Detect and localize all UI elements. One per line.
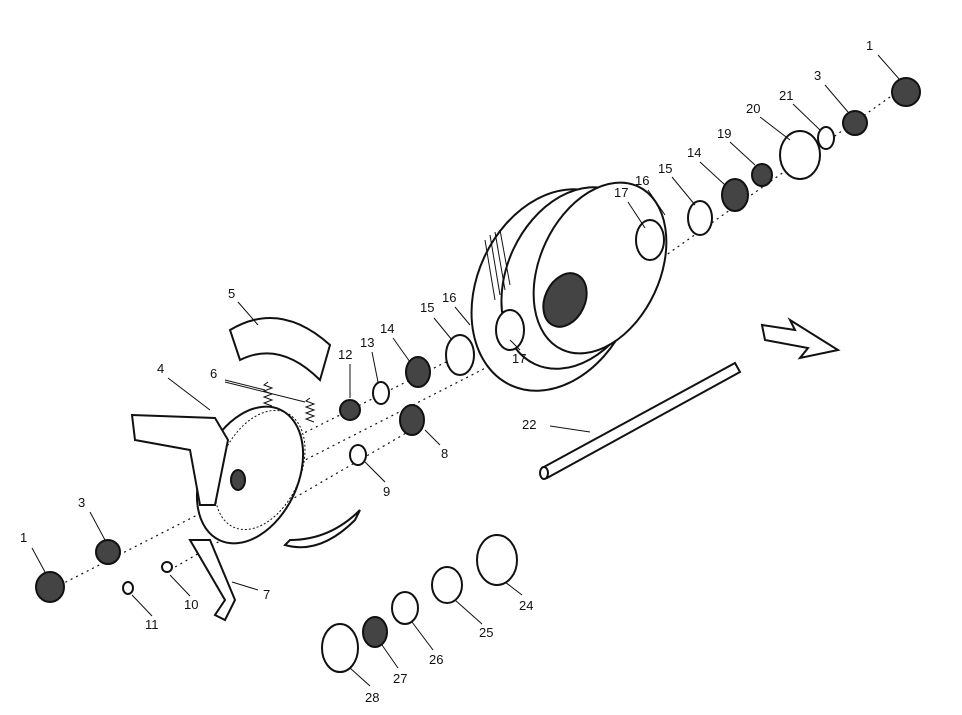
label-part-14: 14 [687,145,701,160]
part-number-labels: 1 3 21 20 19 14 15 16 17 5 15 16 14 13 1… [20,38,873,705]
label-part-16: 16 [635,173,649,188]
label-part-7: 7 [263,587,270,602]
small-parts [35,77,921,673]
label-part-13: 13 [360,335,374,350]
label-part-27: 27 [393,671,407,686]
brake-plate [130,405,306,545]
label-part-1: 1 [20,530,27,545]
label-part-19: 19 [717,126,731,141]
label-part-9: 9 [383,484,390,499]
label-part-6: 6 [210,366,217,381]
label-part-3: 3 [814,68,821,83]
label-part-22: 22 [522,417,536,432]
label-part-11: 11 [145,617,159,632]
label-part-5: 5 [228,286,235,301]
label-part-1: 1 [866,38,873,53]
label-part-10: 10 [184,597,198,612]
label-part-8: 8 [441,446,448,461]
label-part-15: 15 [420,300,434,315]
label-part-20: 20 [746,101,760,116]
label-part-12: 12 [338,347,352,362]
label-part-28: 28 [365,690,379,705]
label-part-3: 3 [78,495,85,510]
leader-lines [31,54,901,687]
brake-shoes [228,317,361,549]
label-part-17: 17 [512,351,526,366]
label-part-15: 15 [658,161,672,176]
axle [539,361,742,480]
label-part-4: 4 [157,361,164,376]
direction-arrow-icon [760,317,841,360]
label-part-16: 16 [442,290,456,305]
label-part-24: 24 [519,598,533,613]
label-part-26: 26 [429,652,443,667]
label-part-14: 14 [380,321,394,336]
label-part-17: 17 [614,185,628,200]
label-part-25: 25 [479,625,493,640]
label-part-21: 21 [779,88,793,103]
